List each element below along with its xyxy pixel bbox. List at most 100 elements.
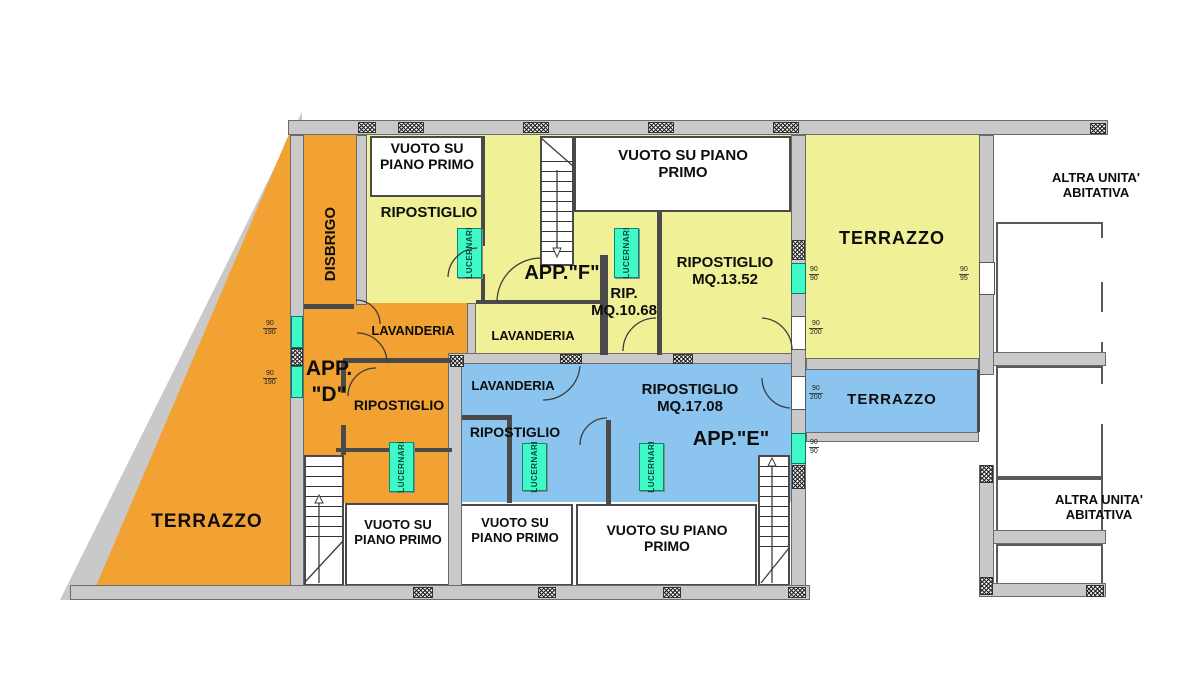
skylight-label: LUCERNARI <box>622 227 631 279</box>
room-label-vuoto-top-center: VUOTO SU PIANO PRIMO <box>618 147 748 181</box>
terrazzo-blue-fill <box>806 370 978 432</box>
skylight-marker: LUCERNARI <box>522 441 547 493</box>
partition <box>507 415 512 503</box>
partition <box>600 255 608 355</box>
wall-terrace-divider <box>806 358 979 370</box>
stair-treads <box>542 152 572 252</box>
dimension-window: 90 190 <box>263 320 277 336</box>
window-90x95-terrazzo <box>979 262 995 295</box>
door-opening-90x200-f <box>791 316 806 350</box>
wall-terrace-right-upper <box>979 135 994 375</box>
wall-pier <box>980 465 993 483</box>
skylight-marker: LUCERNARI <box>457 227 482 279</box>
room-name: RIPOSTIGLIO <box>641 381 739 398</box>
room-label-terrazzo-left: TERRAZZO <box>151 511 263 532</box>
wall-pier <box>523 122 549 133</box>
label-altra-unita-bottom: ALTRA UNITA' ABITATIVA <box>1043 492 1155 522</box>
room-label-app-d: APP. "D" <box>297 356 361 409</box>
room-area: MQ.10.68 <box>591 301 657 319</box>
skylight-label: LUCERNARI <box>397 441 406 493</box>
partition <box>304 304 354 309</box>
room-label-ripostiglio-top: RIPOSTIGLIO <box>380 204 478 221</box>
label-altra-unita-top: ALTRA UNITA' ABITATIVA <box>1040 170 1152 200</box>
wall-band-right-top <box>993 352 1106 366</box>
room-label-ripostiglio-orange: RIPOSTIGLIO <box>353 397 445 413</box>
wall-band-right-bottom <box>979 583 1106 597</box>
label-line2: "D" <box>311 383 347 407</box>
room-label-terrazzo-yellow: TERRAZZO <box>839 228 945 248</box>
dimension-window: 90 90 <box>809 266 819 282</box>
room-label-rip-f: RIP. MQ.10.68 <box>583 285 665 320</box>
room-name: RIP. <box>610 285 638 302</box>
room-label-disbrigo: DISBRIGO <box>308 188 354 300</box>
door-opening-90x200-e <box>791 376 806 410</box>
wall-pier <box>1086 585 1104 597</box>
wall-pier <box>792 465 805 489</box>
room-label-vuoto-bottom-left: VUOTO SU PIANO PRIMO <box>354 517 442 547</box>
partition <box>341 425 346 455</box>
wall-mid-horizontal-divider <box>448 353 792 364</box>
room-label-text: DISBRIGO <box>321 206 339 282</box>
label-line2: ABITATIVA <box>1062 184 1130 200</box>
label-line2: ABITATIVA <box>1065 506 1133 522</box>
room-label-terrazzo-blue: TERRAZZO <box>847 391 937 408</box>
wall-terrace-blue-bottom <box>806 432 979 442</box>
partition <box>341 363 346 393</box>
corridor-disbrigo-fill <box>304 135 356 308</box>
dimension-window: 90 90 <box>809 439 819 455</box>
vuoto-top-center-room <box>574 136 791 212</box>
skylight-label: LUCERNARI <box>530 441 539 493</box>
wall-pier <box>673 354 693 364</box>
dimension-window: 90 190 <box>263 370 277 386</box>
wall-pier <box>788 587 806 598</box>
balcony-window-notch <box>1099 238 1104 282</box>
wall-pier <box>792 240 805 260</box>
stairwell-top <box>540 136 574 266</box>
wall-pier <box>773 122 799 133</box>
wall-lavanderia-separator <box>467 303 476 360</box>
room-label-ripostiglio-f: RIPOSTIGLIO MQ.13.52 <box>662 254 788 289</box>
label-line1: APP. <box>305 357 353 380</box>
skylight-marker: LUCERNARI <box>389 441 414 493</box>
skylight-marker: LUCERNARI <box>614 227 639 279</box>
balcony-room-2 <box>996 366 1103 478</box>
partition <box>657 212 662 355</box>
room-label-app-e: APP."E" <box>692 428 770 450</box>
skylight-label: LUCERNARI <box>647 441 656 493</box>
wall-pier <box>413 587 433 598</box>
partition <box>462 415 509 420</box>
partition <box>977 370 980 432</box>
wall-pier <box>291 348 303 366</box>
wall-pier <box>980 577 993 595</box>
room-area: MQ.13.52 <box>692 270 758 288</box>
ripostiglio-orange-fill <box>304 358 450 458</box>
stair-treads <box>760 457 788 547</box>
room-label-vuoto-top-left: VUOTO SU PIANO PRIMO <box>379 140 475 172</box>
skylight-label: LUCERNARI <box>465 227 474 279</box>
blue-zone-fill <box>462 363 792 502</box>
room-label-ripostiglio-blue: RIPOSTIGLIO <box>469 424 561 440</box>
partition <box>481 136 485 246</box>
room-label-ripostiglio-e: RIPOSTIGLIO MQ.17.08 <box>626 381 754 416</box>
room-label-lavanderia-yellow: LAVANDERIA <box>491 328 575 343</box>
wall-pier <box>538 587 556 598</box>
vuoto-bottom-center-room <box>576 504 757 586</box>
dimension-window: 90 95 <box>959 266 969 282</box>
stairwell-bottom-right <box>758 455 790 586</box>
window-90x90-ripostiglio-f <box>791 263 806 294</box>
label-line1: ALTRA UNITA' <box>1051 170 1141 185</box>
dimension-door: 90 200 <box>809 320 823 336</box>
label-line1: ALTRA UNITA' <box>1054 492 1144 507</box>
balcony-window-notch <box>1099 312 1104 342</box>
stairwell-bottom-left <box>304 455 344 586</box>
room-name: RIPOSTIGLIO <box>676 254 774 271</box>
window-90x190-upper <box>291 316 303 348</box>
wall-pier <box>450 355 464 367</box>
balcony-room-4 <box>996 544 1103 586</box>
partition <box>481 274 485 304</box>
wall-band-right-mid <box>993 530 1106 544</box>
skylight-marker: LUCERNARI <box>639 441 664 493</box>
window-90x190-lower <box>291 366 303 398</box>
wall-pier <box>1090 123 1106 134</box>
